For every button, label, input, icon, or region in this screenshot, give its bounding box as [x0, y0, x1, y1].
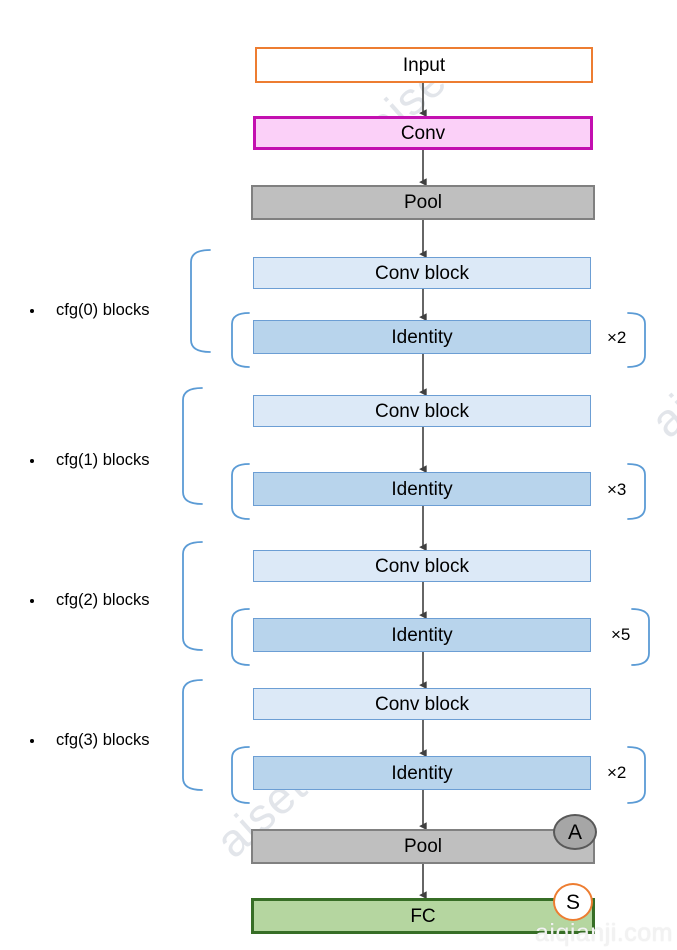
- node-identity-2[interactable]: Identity: [253, 618, 591, 652]
- node-identity-3[interactable]: Identity: [253, 756, 591, 790]
- node-conv-block-1[interactable]: Conv block: [253, 395, 591, 427]
- stage-label-text: cfg(1) blocks: [56, 451, 150, 469]
- repeat-brackets-left: [231, 312, 250, 804]
- node-fc[interactable]: FC: [251, 898, 595, 934]
- stage-label-cfg0: cfg(0) blocks: [30, 301, 150, 320]
- badge-label: S: [565, 890, 580, 914]
- badge-label: A: [567, 820, 582, 844]
- node-conv-block-0[interactable]: Conv block: [253, 257, 591, 289]
- stage-label-cfg3: cfg(3) blocks: [30, 731, 150, 750]
- bullet-icon: [30, 458, 34, 463]
- stage-label-text: cfg(0) blocks: [56, 301, 150, 319]
- repeat-brackets-right: [627, 312, 650, 804]
- node-label: Conv block: [375, 262, 469, 284]
- node-input[interactable]: Input: [255, 47, 593, 83]
- repeat-multiplier-3: ×2: [607, 763, 627, 782]
- node-label: Conv block: [375, 693, 469, 715]
- node-label: Conv block: [375, 400, 469, 422]
- node-label: Conv block: [375, 555, 469, 577]
- stage-label-cfg2: cfg(2) blocks: [30, 591, 150, 610]
- node-label: Pool: [403, 192, 443, 213]
- node-label: Identity: [391, 478, 453, 500]
- node-label: Input: [402, 54, 446, 76]
- node-conv-block-3[interactable]: Conv block: [253, 688, 591, 720]
- badge-softmax[interactable]: S: [553, 883, 593, 921]
- bullet-icon: [30, 598, 34, 603]
- node-label: FC: [410, 905, 436, 927]
- repeat-multiplier-2: ×5: [611, 625, 631, 644]
- stage-label-cfg1: cfg(1) blocks: [30, 451, 150, 470]
- bullet-icon: [30, 738, 34, 743]
- stage-label-text: cfg(2) blocks: [56, 591, 150, 609]
- stage-label-text: cfg(3) blocks: [56, 731, 150, 749]
- node-label: Identity: [391, 762, 453, 784]
- stage-brackets: [182, 249, 211, 791]
- node-identity-0[interactable]: Identity: [253, 320, 591, 354]
- badge-average-pooling[interactable]: A: [553, 814, 597, 850]
- repeat-multiplier-1: ×3: [607, 480, 627, 499]
- bullet-icon: [30, 308, 34, 313]
- node-label: Identity: [391, 326, 453, 348]
- node-pool-bottom[interactable]: Pool: [251, 829, 595, 864]
- watermark-diagonal: aiset: [640, 340, 677, 448]
- node-identity-1[interactable]: Identity: [253, 472, 591, 506]
- node-conv[interactable]: Conv: [253, 116, 593, 150]
- node-pool-top[interactable]: Pool: [251, 185, 595, 220]
- node-conv-block-2[interactable]: Conv block: [253, 550, 591, 582]
- node-label: Conv: [400, 122, 446, 144]
- node-label: Pool: [403, 836, 443, 857]
- node-label: Identity: [391, 624, 453, 646]
- repeat-multiplier-0: ×2: [607, 328, 627, 347]
